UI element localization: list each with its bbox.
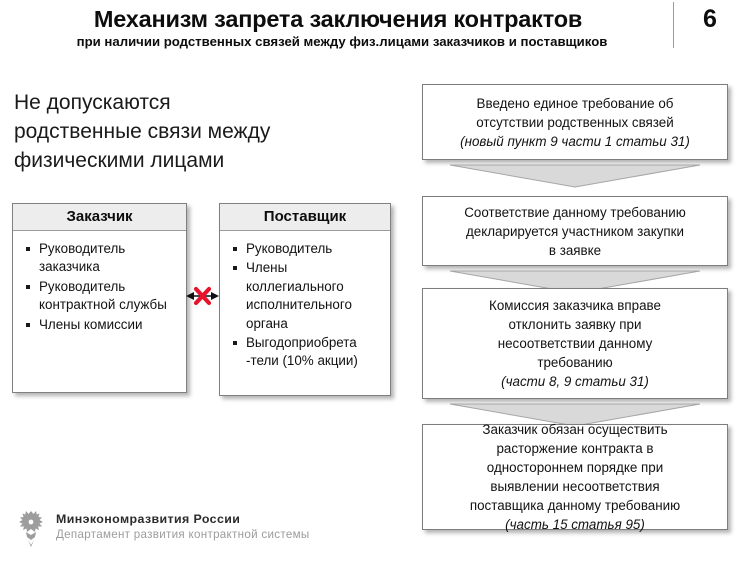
customer-person-list: Руководитель заказчика Руководитель конт… — [17, 240, 180, 334]
flow-step-4-line-2: расторжение контракта в — [496, 441, 654, 456]
supplier-person-list: Руководитель Члены коллегиального исполн… — [224, 240, 384, 371]
list-item: Выгодоприобрета -тели (10% акции) — [233, 334, 384, 371]
entity-box-customer-title: Заказчик — [13, 204, 186, 231]
header-divider — [673, 2, 674, 48]
flow-step-4-line-1: Заказчик обязан осуществить — [482, 422, 668, 437]
flow-step-requirement-introduced: Введено единое требование об отсутствии … — [422, 84, 728, 160]
russian-coat-of-arms-icon — [14, 508, 48, 548]
flow-step-3-legal-reference: (части 8, 9 статьи 31) — [501, 374, 649, 389]
flow-step-3-line-1: Комиссия заказчика вправе — [489, 298, 661, 313]
page-title: Механизм запрета заключения контрактов — [93, 6, 583, 32]
list-item: Члены коллегиального исполнительного орг… — [233, 259, 384, 333]
red-cross-over-double-arrow-icon — [186, 286, 219, 306]
lead-line-1: Не допускаются — [14, 91, 171, 114]
flow-step-contract-termination: Заказчик обязан осуществить расторжение … — [422, 422, 728, 532]
lead-line-2: родственные связи между — [14, 120, 271, 143]
flow-step-1-text: Введено единое требование об отсутствии … — [433, 94, 717, 151]
flow-step-2-line-2: декларируется участником закупки — [465, 223, 685, 239]
flow-step-4-line-5: поставщика данному требованию — [469, 498, 681, 513]
entity-box-supplier-title: Поставщик — [220, 204, 390, 231]
list-item: Руководитель контрактной службы — [26, 278, 180, 315]
flow-step-1-legal-reference: (новый пункт 9 части 1 статьи 31) — [460, 133, 690, 149]
flow-step-4-legal-reference: (часть 15 статья 95) — [505, 517, 645, 532]
flow-step-1-line-1: Введено единое требование об — [476, 95, 674, 111]
footer-department: Департамент развития контрактной системы — [56, 528, 310, 541]
flow-step-4-text: Заказчик обязан осуществить расторжение … — [433, 420, 717, 534]
flow-step-2-line-1: Соответствие данному требованию — [464, 204, 686, 220]
down-chevron-arrow-icon — [449, 403, 701, 427]
connector-arrow-3 — [449, 402, 701, 428]
slide-header: Механизм запрета заключения контрактов п… — [0, 0, 750, 74]
entity-box-customer: Заказчик Руководитель заказчика Руководи… — [12, 203, 187, 393]
flow-step-4-line-4: выявлении несоответствия — [490, 479, 660, 494]
connector-arrow-2 — [449, 269, 701, 295]
flow-step-3-text: Комиссия заказчика вправе отклонить заяв… — [433, 296, 717, 391]
connector-arrow-1 — [449, 163, 701, 189]
list-item: Члены комиссии — [26, 316, 180, 334]
page-subtitle: при наличии родственных связей между физ… — [76, 34, 608, 49]
flow-step-1-line-2: отсутствии родственных связей — [476, 114, 674, 130]
flow-step-4-line-3: одностороннем порядке при — [486, 460, 664, 475]
down-chevron-arrow-icon — [449, 270, 701, 294]
flow-step-3-line-2: отклонить заявку при — [508, 317, 642, 332]
entity-box-customer-body: Руководитель заказчика Руководитель конт… — [13, 231, 186, 341]
slide-footer: Минэкономразвития России Департамент раз… — [14, 508, 434, 552]
flow-step-commission-may-reject: Комиссия заказчика вправе отклонить заяв… — [422, 288, 728, 399]
list-item: Руководитель заказчика — [26, 240, 180, 277]
page-number: 6 — [703, 5, 717, 33]
flow-step-2-line-3: в заявке — [548, 242, 602, 258]
list-item: Руководитель — [233, 240, 384, 258]
flow-step-3-line-3: несоответствии данному — [497, 336, 653, 351]
lead-statement: Не допускаются родственные связи между ф… — [14, 88, 404, 175]
down-chevron-arrow-icon — [449, 164, 701, 188]
lead-line-3: физическими лицами — [14, 149, 225, 172]
footer-organization: Минэкономразвития России — [56, 512, 241, 526]
prohibited-relation-marker — [186, 282, 219, 310]
entity-box-supplier: Поставщик Руководитель Члены коллегиальн… — [219, 203, 391, 396]
flow-step-declaration-in-application: Соответствие данному требованию декларир… — [422, 196, 728, 266]
flow-step-3-line-4: требованию — [537, 355, 613, 370]
entity-box-supplier-body: Руководитель Члены коллегиального исполн… — [220, 231, 390, 378]
emblem-svg — [19, 511, 43, 547]
flow-step-2-text: Соответствие данному требованию декларир… — [433, 203, 717, 260]
